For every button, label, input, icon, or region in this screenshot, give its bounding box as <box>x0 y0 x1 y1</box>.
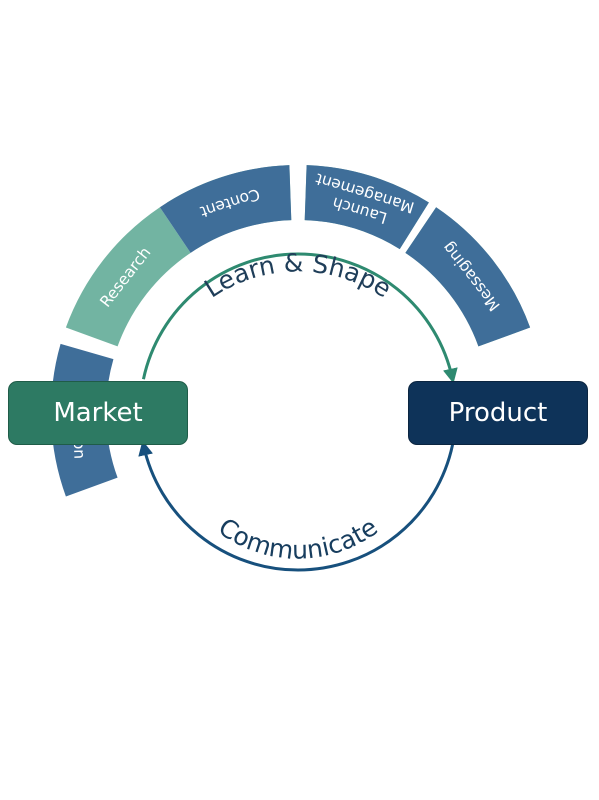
bottom-segment-launch-management <box>304 165 429 250</box>
product-node: Product <box>408 381 588 445</box>
top-segment-research <box>65 207 191 347</box>
communicate-arrow <box>138 440 455 572</box>
bottom-segment-messaging <box>405 207 531 347</box>
market-node: Market <box>8 381 188 445</box>
learn-shape-title: Learn & Shape <box>199 248 396 303</box>
product-label: Product <box>448 398 548 428</box>
learn-shape-arrow <box>141 252 458 384</box>
bottom-segment-content <box>159 165 292 253</box>
market-label: Market <box>53 398 143 428</box>
